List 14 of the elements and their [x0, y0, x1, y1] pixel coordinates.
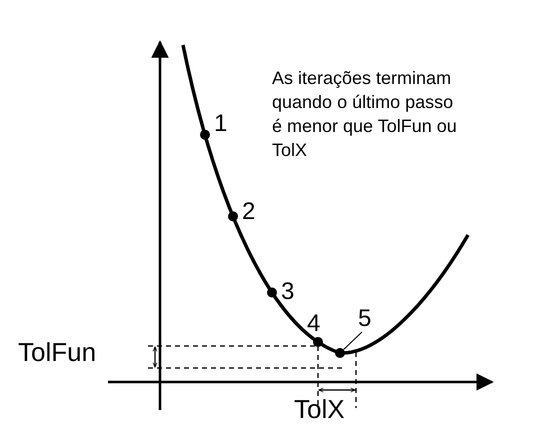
axis-label: TolX	[294, 395, 345, 425]
point-number: 4	[307, 310, 320, 338]
iteration-point	[228, 211, 238, 222]
iteration-point	[267, 288, 277, 298]
iteration-point	[200, 130, 210, 140]
point-number: 2	[242, 198, 256, 226]
point-number: 5	[358, 305, 372, 333]
point-number: 3	[281, 278, 294, 306]
iteration-point	[313, 337, 323, 347]
iteration-point	[335, 348, 345, 358]
note-text: As iterações terminam quando o último passo é menor que TolFun ou TolX	[272, 67, 458, 162]
axis-label: TolFun	[18, 338, 96, 368]
point-number: 1	[214, 110, 228, 138]
leader-line	[343, 332, 362, 350]
